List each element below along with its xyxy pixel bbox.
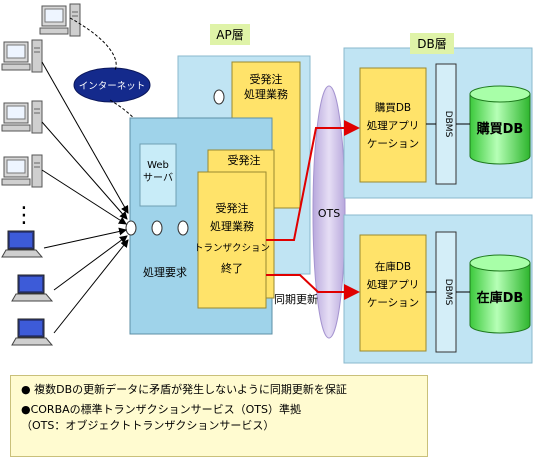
dbms-label-stock: DBMS bbox=[443, 279, 453, 306]
desktop-pc-icon bbox=[39, 3, 81, 37]
purchase-db-app-line3: ケーション bbox=[367, 138, 419, 150]
desktop-pc-icon bbox=[1, 39, 43, 73]
port-icon bbox=[213, 89, 225, 105]
purchase-db-label: 購買DB bbox=[476, 121, 524, 137]
db-layer-label: DB層 bbox=[417, 37, 446, 51]
ots-bus bbox=[312, 85, 346, 339]
port-icon bbox=[177, 220, 189, 236]
purchase-db-app-line2: 処理アプリ bbox=[367, 119, 420, 132]
stock-db-app bbox=[359, 234, 427, 352]
order-process-front-line3: トランザクション bbox=[194, 243, 270, 254]
order-process-front bbox=[197, 171, 267, 309]
ots-label: OTS bbox=[318, 207, 340, 220]
note-line-3: （OTS：オブジェクトトランザクションサービス） bbox=[21, 419, 275, 432]
note-line-2: ●CORBAの標準トランザクションサービス（OTS）準拠 bbox=[21, 403, 302, 416]
stock-db-app-line1: 在庫DB bbox=[375, 260, 411, 273]
web-server-line2: サーバ bbox=[143, 172, 173, 184]
stock-db-label: 在庫DB bbox=[477, 290, 524, 306]
ap-layer-tag bbox=[210, 24, 250, 45]
stock-db-app-line2: 処理アプリ bbox=[367, 278, 420, 291]
sync-update-line-purchase bbox=[266, 120, 360, 241]
order-process-front-line2: 処理業務 bbox=[210, 219, 254, 233]
laptop-icon bbox=[11, 318, 54, 346]
ellipsis-marker: ⋮ bbox=[13, 203, 35, 228]
ap-layer-label: AP層 bbox=[216, 28, 243, 42]
purchase-db-app-line1: 購買DB bbox=[375, 101, 411, 114]
stock-db-cylinder bbox=[469, 254, 531, 334]
order-process-front-line4: 終了 bbox=[221, 261, 243, 275]
port-icon bbox=[125, 220, 137, 236]
stock-db-app-line3: ケーション bbox=[367, 297, 419, 309]
order-process-back-line1: 受発注 bbox=[250, 72, 283, 86]
client-request-arrows bbox=[41, 61, 129, 334]
web-server-box bbox=[139, 143, 177, 207]
laptop-icon bbox=[1, 230, 44, 258]
order-process-back-line2: 処理業務 bbox=[244, 87, 288, 101]
port-icon bbox=[151, 220, 163, 236]
laptop-icon bbox=[11, 274, 54, 302]
web-server-line1: Web bbox=[147, 160, 169, 171]
internet-label: インターネット bbox=[79, 81, 146, 92]
desktop-pc-icon bbox=[1, 154, 43, 188]
order-process-mid-label: 受発注 bbox=[228, 153, 261, 167]
sync-update-label: 同期更新 bbox=[274, 292, 318, 306]
dbms-label-purchase: DBMS bbox=[443, 111, 453, 138]
order-process-front-line1: 受発注 bbox=[216, 201, 249, 215]
internet-route bbox=[69, 17, 117, 71]
note-box: ● 複数DBの更新データに矛盾が発生しないように同期更新を保証 ●CORBAの標… bbox=[10, 375, 428, 457]
desktop-pc-icon bbox=[1, 100, 43, 134]
internet-cloud bbox=[73, 67, 151, 103]
processing-request-label: 処理要求 bbox=[143, 266, 187, 279]
db-layer-tag bbox=[410, 33, 454, 54]
sync-update-line-stock bbox=[266, 274, 360, 300]
purchase-db-cylinder bbox=[469, 85, 531, 165]
purchase-db-app bbox=[359, 67, 427, 183]
note-line-1: ● 複数DBの更新データに矛盾が発生しないように同期更新を保証 bbox=[21, 383, 347, 396]
